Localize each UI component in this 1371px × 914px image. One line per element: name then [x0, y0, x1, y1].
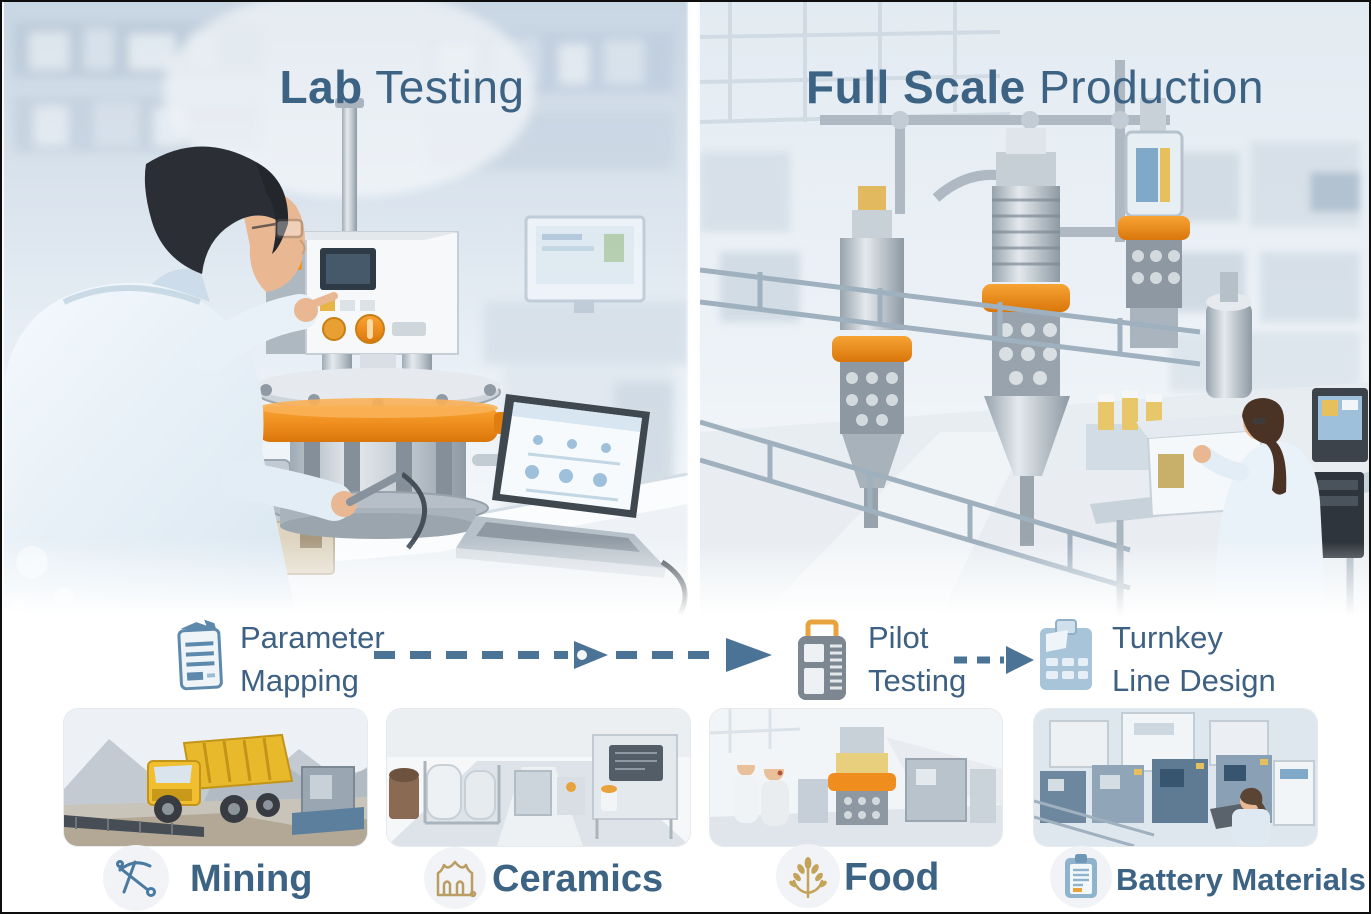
battery-materials-icon-badge	[1050, 846, 1112, 908]
right-panel-title: Full Scale Production	[800, 60, 1270, 114]
workflow-step-label-line2: Line Design	[1112, 663, 1276, 698]
lab-mill-machine	[244, 98, 552, 550]
engineer-with-laptop	[1210, 787, 1270, 846]
ceramics-icon-badge	[424, 847, 486, 909]
clipboard-grid-icon	[1034, 618, 1098, 699]
workflow-step-label-line1: Pilot	[868, 620, 929, 655]
workflow-step-label-line1: Parameter	[240, 620, 385, 655]
right-title-bold: Full Scale	[806, 61, 1026, 113]
workflow-step-pilot-testing: Pilot Testing	[788, 618, 966, 709]
industry-label-battery-materials: Battery Materials	[1116, 862, 1366, 897]
workflow-arrow-1	[374, 638, 772, 672]
left-title-bold: Lab	[279, 61, 363, 113]
kiln-icon	[436, 860, 477, 898]
wheat-icon	[789, 857, 827, 899]
left-title-rest: Testing	[362, 61, 525, 113]
workflow-step-parameter-mapping: Parameter Mapping	[172, 618, 385, 702]
clipboard-battery-icon	[1065, 854, 1097, 898]
workers	[734, 758, 789, 826]
lab-technician-figure	[4, 146, 402, 616]
mining-thumbnail	[64, 709, 367, 846]
factory-scene-illustration	[700, 2, 1369, 616]
crossed-pickaxe-icon	[116, 860, 156, 897]
lab-scene-illustration	[4, 2, 688, 616]
industry-label-ceramics: Ceramics	[492, 858, 664, 900]
workflow-step-label-line2: Mapping	[240, 663, 359, 698]
dump-truck	[147, 733, 294, 823]
clipboard-document-icon	[172, 618, 226, 699]
food-mill	[828, 727, 896, 825]
food-icon-badge	[776, 844, 840, 908]
background-monitor	[524, 215, 646, 313]
workflow-arrow-2	[954, 646, 1034, 674]
workflow-step-turnkey-line-design: Turnkey Line Design	[1034, 618, 1276, 702]
right-title-rest: Production	[1025, 61, 1264, 113]
industry-label-mining: Mining	[190, 858, 313, 900]
industry-label-food: Food	[844, 856, 940, 899]
panel-divider	[686, 2, 700, 616]
ceramics-thumbnail	[387, 709, 690, 846]
workflow-step-label-line1: Turnkey	[1112, 620, 1223, 655]
mining-icon-badge	[103, 845, 169, 911]
left-panel-title: Lab Testing	[202, 60, 602, 114]
portable-tester-icon	[788, 618, 854, 709]
food-thumbnail	[710, 709, 1002, 846]
factory-mill-1	[832, 186, 912, 528]
battery-materials-thumbnail	[1034, 709, 1317, 846]
workflow-step-label-line2: Testing	[868, 663, 967, 698]
